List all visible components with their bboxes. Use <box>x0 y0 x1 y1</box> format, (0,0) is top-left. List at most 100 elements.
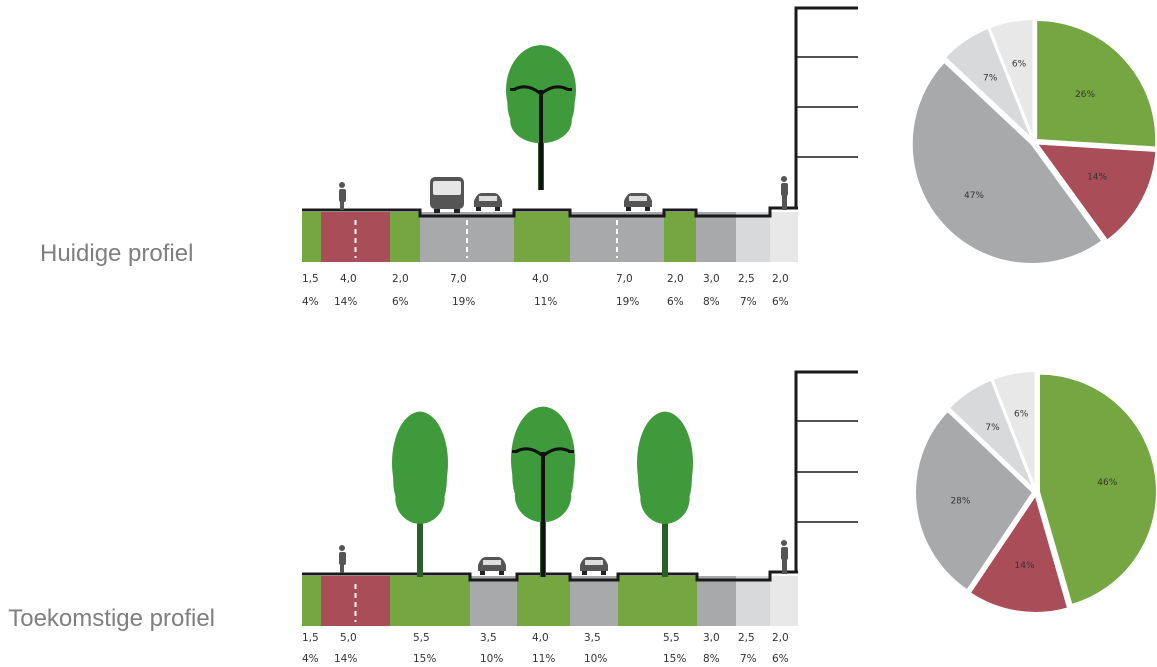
profile-segment <box>420 212 514 262</box>
profile-segment <box>302 212 321 262</box>
pie-slice-label: 6% <box>1014 409 1029 419</box>
street-outline <box>302 570 798 582</box>
bus-icon <box>430 177 464 213</box>
profile-segment <box>697 576 736 626</box>
pedestrian-icon <box>781 176 788 210</box>
segment-width-label: 7,0 <box>616 273 633 285</box>
profile-segment <box>770 576 798 626</box>
segment-percent-label: 11% <box>532 653 555 665</box>
pie-slice-label: 14% <box>1015 561 1035 571</box>
segment-percent-label: 6% <box>392 296 409 308</box>
segment-percent-label: 14% <box>334 296 357 308</box>
segment-width-label: 1,5 <box>302 632 319 644</box>
pie-slice <box>947 378 1036 491</box>
pie-slice <box>1037 372 1157 607</box>
segment-percent-label: 19% <box>616 296 639 308</box>
segment-percent-label: 4% <box>302 296 319 308</box>
profile-segment <box>517 576 570 626</box>
street-outline <box>302 206 798 218</box>
cyclist-icon <box>339 182 346 210</box>
segment-percent-label: 6% <box>772 296 789 308</box>
segment-width-label: 4,0 <box>532 273 549 285</box>
current-profile-label: Huidige profiel <box>40 240 194 267</box>
profile-segment <box>618 576 697 626</box>
future-profile-label: Toekomstige profiel <box>8 605 215 632</box>
segment-percent-label: 11% <box>534 296 557 308</box>
segment-width-label: 2,5 <box>738 273 755 285</box>
pie-slice <box>910 60 1104 265</box>
cyclist-icon <box>339 545 346 573</box>
profile-segment <box>390 576 470 626</box>
pie-slice-label: 46% <box>1097 478 1117 488</box>
segment-width-label: 2,5 <box>738 632 755 644</box>
segment-percent-label: 8% <box>703 653 720 665</box>
street-lamp-icon <box>510 85 572 190</box>
segment-width-label: 2,0 <box>392 273 409 285</box>
street-lamp-icon <box>512 447 574 577</box>
segment-percent-label: 14% <box>334 653 357 665</box>
profile-segment <box>321 212 390 262</box>
profile-segment <box>302 576 321 626</box>
segment-width-label: 4,0 <box>340 273 357 285</box>
segment-width-label: 5,5 <box>413 632 430 644</box>
tree-icon <box>392 411 448 577</box>
profile-segment <box>736 576 770 626</box>
profile-segment <box>696 212 736 262</box>
segment-percent-label: 6% <box>667 296 684 308</box>
pie-slice <box>968 492 1070 614</box>
profile-segment <box>570 576 618 626</box>
segment-width-label: 3,5 <box>584 632 601 644</box>
pie-slice-label: 47% <box>964 191 984 201</box>
segment-width-label: 1,5 <box>302 273 319 285</box>
car-icon <box>478 557 506 575</box>
segment-percent-label: 15% <box>663 653 686 665</box>
segment-percent-label: 7% <box>740 653 757 665</box>
segment-percent-label: 4% <box>302 653 319 665</box>
pie-slice <box>1034 142 1157 242</box>
profile-segment <box>321 576 390 626</box>
segment-percent-label: 7% <box>740 296 757 308</box>
pie-slice <box>1035 18 1157 149</box>
segment-percent-label: 19% <box>452 296 475 308</box>
pie-slice <box>943 26 1034 141</box>
pedestrian-icon <box>781 540 788 574</box>
segment-width-label: 4,0 <box>532 632 549 644</box>
pie-slice <box>914 409 1035 592</box>
profile-segment <box>570 212 664 262</box>
tree-icon <box>637 411 693 577</box>
profile-segment <box>514 212 570 262</box>
segment-percent-label: 10% <box>480 653 503 665</box>
pie-slice-label: 14% <box>1087 173 1107 183</box>
pie-slice-label: 28% <box>950 496 970 506</box>
segment-width-label: 7,0 <box>450 273 467 285</box>
segment-width-label: 2,0 <box>772 273 789 285</box>
pie-slice <box>987 18 1035 140</box>
pie-slice-label: 7% <box>985 423 1000 433</box>
profile-segment <box>390 212 420 262</box>
building-facade <box>794 370 858 572</box>
segment-percent-label: 15% <box>413 653 436 665</box>
profile-segment <box>736 212 770 262</box>
segment-width-label: 2,0 <box>772 632 789 644</box>
segment-percent-label: 8% <box>703 296 720 308</box>
segment-width-label: 3,5 <box>480 632 497 644</box>
pie-slice-label: 26% <box>1075 90 1095 100</box>
car-icon <box>474 193 502 211</box>
segment-width-label: 2,0 <box>667 273 684 285</box>
segment-width-label: 3,0 <box>703 273 720 285</box>
segment-width-label: 3,0 <box>703 632 720 644</box>
profile-segment <box>664 212 696 262</box>
building-facade <box>794 6 858 208</box>
car-icon <box>624 193 652 211</box>
segment-width-label: 5,5 <box>663 632 680 644</box>
segment-percent-label: 10% <box>584 653 607 665</box>
car-icon <box>580 557 608 575</box>
segment-percent-label: 6% <box>772 653 789 665</box>
profile-segment <box>770 212 798 262</box>
pie-slice <box>991 370 1037 490</box>
segment-width-label: 5,0 <box>340 632 357 644</box>
pie-slice-label: 7% <box>983 73 998 83</box>
pie-slice-label: 6% <box>1012 59 1027 69</box>
profile-segment <box>470 576 517 626</box>
